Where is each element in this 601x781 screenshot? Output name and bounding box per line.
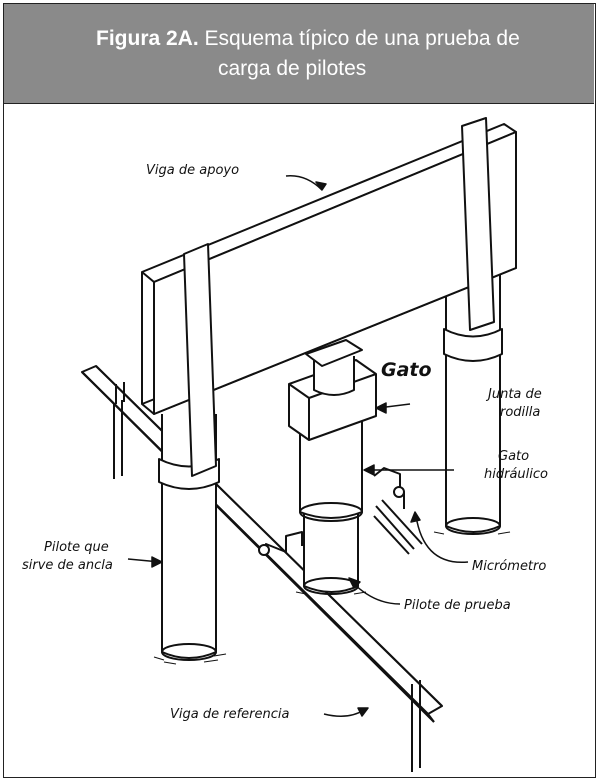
anchor-straps (183, 117, 495, 477)
label-gato: Gato (381, 359, 432, 381)
figure-title-line2: carga de pilotes (218, 57, 367, 80)
support-beam (141, 123, 517, 415)
label-gato-hidraulico-1: Gato (498, 449, 529, 464)
gato-cylinder (305, 339, 363, 396)
test-pile (303, 514, 359, 595)
figure-number: Figura 2A. (96, 27, 199, 50)
figure-title-line1: Esquema típico de una prueba de (204, 27, 520, 50)
secondary-reference-beam (373, 492, 423, 555)
right-anchor-pile (443, 264, 503, 535)
label-junta-2: rodilla (500, 405, 540, 420)
figure-frame: Figura 2A. Esquema típico de una prueba … (3, 3, 596, 778)
figure-caption: Figura 2A. Esquema típico de una prueba … (4, 24, 594, 84)
label-pilote-ancla-1: Pilote que (44, 540, 109, 555)
label-pilote-ancla-2: sirve de ancla (22, 558, 113, 573)
ground-hatching (153, 531, 511, 665)
label-micrometro: Micrómetro (472, 559, 546, 574)
leader-lines (127, 175, 469, 717)
label-gato-hidraulico-2: hidráulico (484, 467, 548, 482)
left-anchor-pile (158, 414, 220, 661)
pile-load-test-diagram: Viga de apoyo Gato Junta de rodilla Gato… (22, 117, 548, 772)
label-junta-1: Junta de (485, 387, 542, 402)
figure-header: Figura 2A. Esquema típico de una prueba … (4, 4, 594, 104)
micrometer-assembly (258, 467, 405, 556)
label-viga-referencia: Viga de referencia (170, 707, 289, 722)
label-viga-apoyo: Viga de apoyo (146, 163, 239, 178)
label-pilote-prueba: Pilote de prueba (404, 598, 511, 613)
